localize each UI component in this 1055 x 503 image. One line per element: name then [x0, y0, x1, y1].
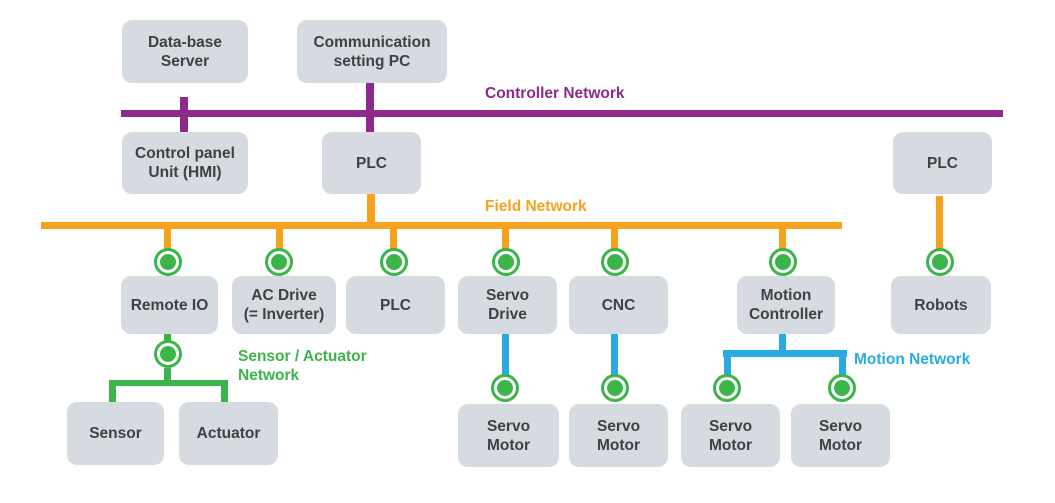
network-node-core-icon	[498, 254, 514, 270]
servo-motor-1-box: Servo Motor	[458, 404, 559, 467]
network-node-icon	[926, 248, 954, 276]
servo-motor-3-label-line1: Servo	[708, 417, 753, 435]
controller-drop-plc	[366, 83, 374, 133]
servo-motor-2-box: Servo Motor	[569, 404, 668, 467]
network-node-core-icon	[271, 254, 287, 270]
robots-label: Robots	[914, 296, 968, 314]
sensor-branch-drop-sensor	[109, 380, 116, 403]
cnc-label: CNC	[601, 296, 636, 314]
network-node-core-icon	[386, 254, 402, 270]
ac-drive-label-line1: AC Drive	[251, 287, 317, 304]
motion-controller-box: Motion Controller	[737, 276, 835, 334]
sensor-label: Sensor	[89, 425, 142, 442]
plc-right-box: PLC	[893, 132, 992, 194]
network-node-icon	[828, 374, 856, 402]
sensor-actuator-network-label-line2: Network	[238, 367, 300, 384]
network-node-icon	[380, 248, 408, 276]
network-node-icon	[154, 248, 182, 276]
network-node-core-icon	[775, 254, 791, 270]
network-node-core-icon	[160, 254, 176, 270]
field-drop-remote-io	[164, 229, 171, 250]
network-node-core-icon	[497, 380, 513, 396]
communication-pc-label-line1: Communication	[313, 33, 431, 51]
network-node-core-icon	[607, 254, 623, 270]
sensor-branch-stub-bottom	[164, 368, 171, 382]
motion-controller-label-line2: Controller	[748, 306, 824, 323]
field-drop-robots	[936, 196, 943, 250]
network-node-icon	[601, 248, 629, 276]
motion-network-label: Motion Network	[854, 351, 971, 368]
network-node-core-icon	[834, 380, 850, 396]
servo-motor-3-label-line2: Motor	[708, 436, 753, 454]
motion-branch-drop-right	[839, 350, 846, 375]
communication-pc-label-line2: setting PC	[333, 52, 411, 70]
servo-motor-4-label-line2: Motor	[818, 436, 863, 454]
network-node-icon	[154, 340, 182, 368]
servo-motor-4-label-line1: Servo	[818, 417, 863, 435]
sensor-actuator-network-label: Sensor / Actuator Network	[238, 347, 368, 385]
robots-box: Robots	[891, 276, 991, 334]
database-server-label-line2: Server	[160, 52, 210, 70]
servo-motor-2-label-line1: Servo	[596, 417, 641, 435]
control-panel-hmi-box: Control panel Unit (HMI)	[122, 132, 248, 194]
field-network-line	[41, 222, 842, 229]
servo-motor-1-label-line1: Servo	[486, 417, 531, 435]
motion-branch-drop-left	[724, 350, 731, 375]
servo-drive-label-line2: Drive	[488, 306, 527, 323]
network-node-icon	[713, 374, 741, 402]
field-drop-cnc	[611, 229, 618, 250]
network-node-core-icon	[719, 380, 735, 396]
network-node-icon	[492, 248, 520, 276]
actuator-box: Actuator	[179, 402, 278, 465]
plc-right-label: PLC	[927, 154, 958, 172]
remote-io-label: Remote IO	[130, 296, 209, 314]
control-panel-hmi-label-line1: Control panel	[135, 145, 235, 162]
control-panel-hmi-label-line2: Unit (HMI)	[148, 164, 222, 181]
field-network-label: Field Network	[485, 198, 587, 215]
servo-drive-label-line1: Servo	[485, 287, 530, 304]
controller-drop-hmi	[180, 97, 188, 133]
servo-motor-2-label-line2: Motor	[596, 436, 641, 454]
ac-drive-box: AC Drive (= Inverter)	[232, 276, 336, 334]
servo-motor-3-box: Servo Motor	[681, 404, 780, 467]
actuator-label: Actuator	[196, 425, 261, 442]
servo-motor-1-label-line2: Motor	[486, 436, 531, 454]
field-drop-servo-drive	[502, 229, 509, 250]
network-node-core-icon	[607, 380, 623, 396]
servo-motor-4-box: Servo Motor	[791, 404, 890, 467]
sensor-branch-drop-actuator	[221, 380, 228, 403]
motion-branch-hline	[723, 350, 847, 357]
communication-pc-box: Communication setting PC	[297, 20, 447, 83]
network-node-icon	[601, 374, 629, 402]
database-server-label-line1: Data-base	[147, 33, 223, 51]
network-node-core-icon	[932, 254, 948, 270]
cnc-box: CNC	[569, 276, 668, 334]
database-server-box: Data-base Server	[122, 20, 248, 83]
ac-drive-label-line2: (= Inverter)	[243, 306, 325, 323]
field-drop-motion-controller	[779, 229, 786, 250]
field-drop-plc	[390, 229, 397, 250]
sensor-branch-hline	[109, 380, 228, 386]
sensor-branch-stub-top	[164, 333, 171, 342]
controller-network-label: Controller Network	[485, 85, 625, 102]
motion-drop-cnc	[611, 333, 618, 375]
motion-controller-stub	[779, 333, 786, 354]
plc-field-box: PLC	[346, 276, 445, 334]
servo-drive-box: Servo Drive	[458, 276, 557, 334]
motion-controller-label-line1: Motion	[760, 287, 812, 304]
motion-drop-servo-drive	[502, 333, 509, 375]
network-node-icon	[265, 248, 293, 276]
plc-field-label: PLC	[380, 296, 411, 314]
field-drop-ac-drive	[276, 229, 283, 250]
network-node-core-icon	[160, 346, 176, 362]
remote-io-box: Remote IO	[121, 276, 218, 334]
field-riser-plc	[367, 194, 375, 223]
plc-controller-label: PLC	[356, 154, 387, 172]
plc-controller-box: PLC	[322, 132, 421, 194]
network-node-icon	[491, 374, 519, 402]
network-node-icon	[769, 248, 797, 276]
sensor-actuator-network-label-line1: Sensor / Actuator	[238, 348, 367, 365]
sensor-box: Sensor	[67, 402, 164, 465]
controller-network-line	[121, 110, 1003, 117]
